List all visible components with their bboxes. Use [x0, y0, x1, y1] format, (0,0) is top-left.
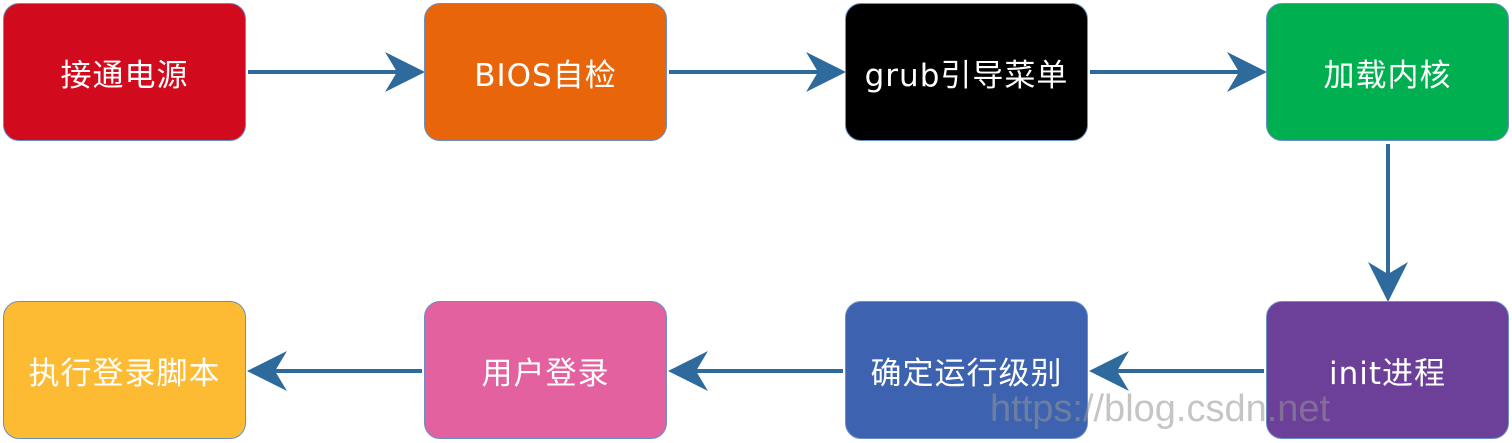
node-label: 执行登录脚本	[28, 355, 221, 392]
node-load-kernel: 加载内核	[1266, 3, 1509, 141]
node-login-script: 执行登录脚本	[3, 301, 246, 439]
watermark: https://blog.csdn.net	[990, 388, 1331, 430]
node-grub-menu: grub引导菜单	[845, 3, 1088, 141]
node-label: BIOS自检	[474, 57, 617, 94]
node-bios-self-test: BIOS自检	[424, 3, 667, 141]
node-power-on: 接通电源	[3, 3, 246, 141]
node-label: init进程	[1328, 355, 1447, 392]
node-label: 接通电源	[60, 57, 189, 94]
node-label: grub引导菜单	[864, 57, 1069, 94]
node-label: 确定运行级别	[870, 355, 1063, 392]
node-init-process: init进程	[1266, 301, 1509, 439]
node-label: 用户登录	[481, 355, 610, 392]
node-user-login: 用户登录	[424, 301, 667, 439]
node-run-level: 确定运行级别	[845, 301, 1088, 439]
node-label: 加载内核	[1323, 57, 1452, 94]
